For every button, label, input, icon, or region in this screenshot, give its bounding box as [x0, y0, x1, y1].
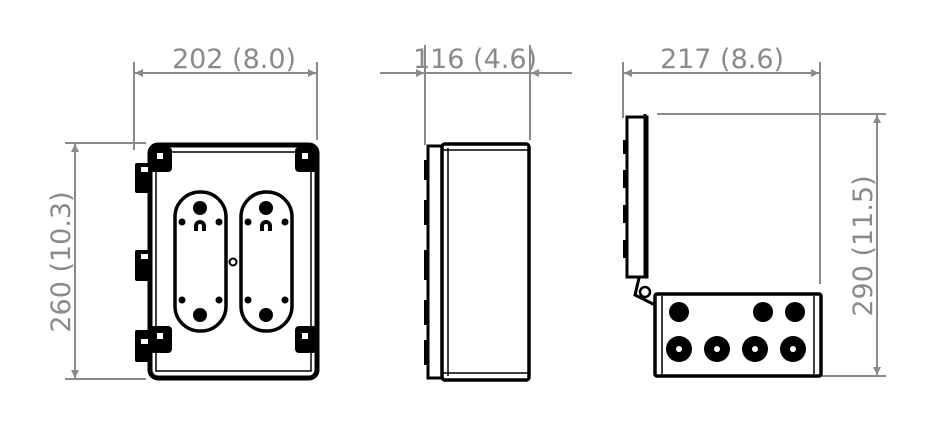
enclosure-open: [623, 114, 823, 378]
dimension-side-depth: 116 (4.6): [380, 44, 572, 145]
dimension-label: 116 (4.6): [413, 44, 537, 75]
open-view: 217 (8.6) 290 (11.5): [622, 44, 886, 378]
front-view: 202 (8.0) 260 (10.3): [46, 44, 320, 381]
side-view: 116 (4.6): [380, 44, 572, 382]
dimension-front-height: 260 (10.3): [46, 142, 146, 380]
dimension-open-width: 217 (8.6): [622, 44, 821, 284]
dimension-open-height: 290 (11.5): [657, 113, 886, 377]
dimension-label: 290 (11.5): [848, 175, 879, 316]
dimension-label: 260 (10.3): [46, 191, 77, 332]
dimension-front-width: 202 (8.0): [133, 44, 318, 150]
dimension-label: 217 (8.6): [660, 44, 784, 75]
dimension-label: 202 (8.0): [172, 44, 296, 75]
enclosure-side: [424, 142, 531, 382]
enclosure-front: [135, 142, 320, 381]
